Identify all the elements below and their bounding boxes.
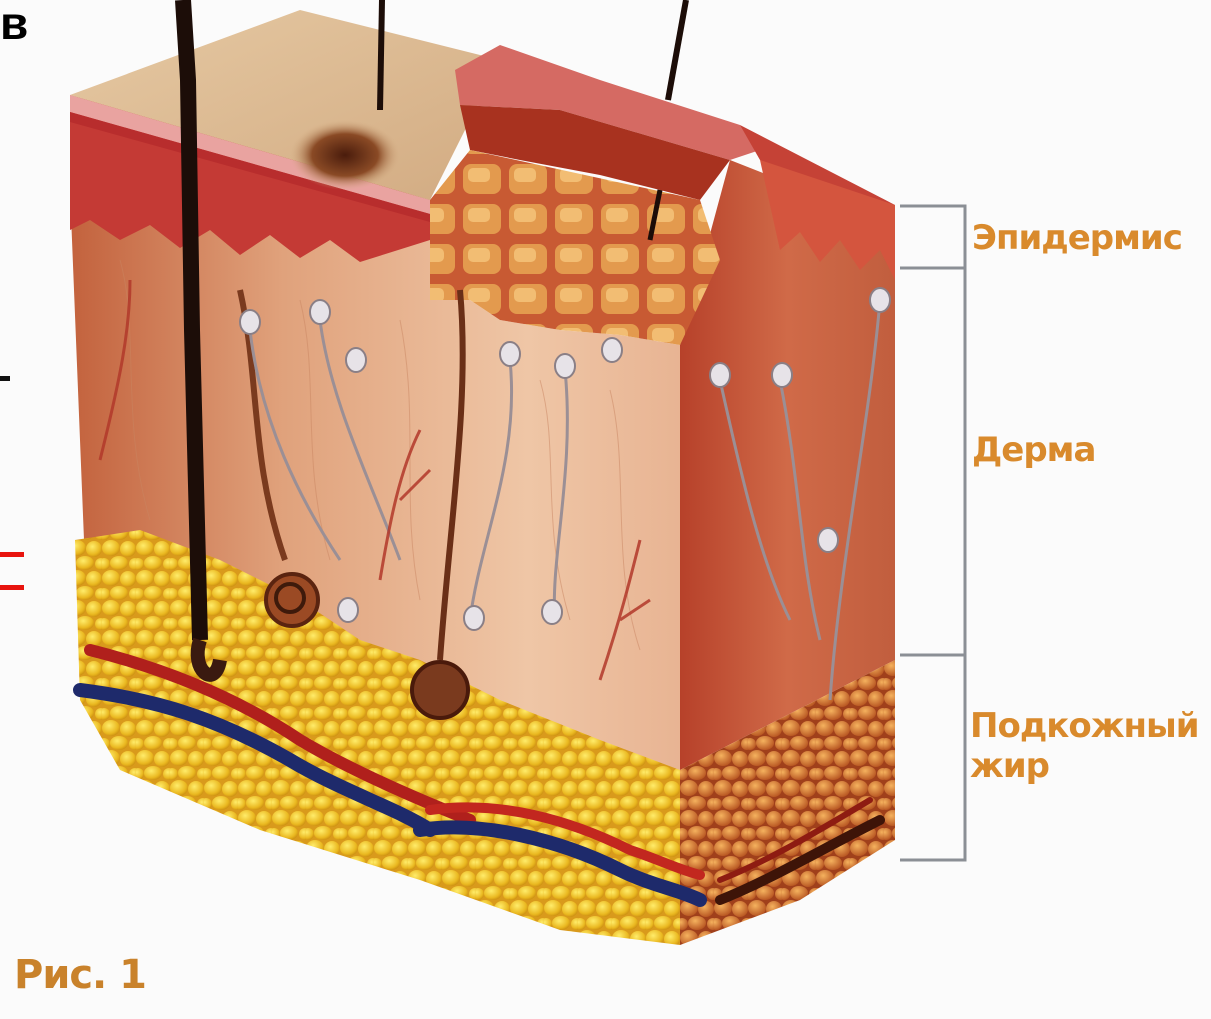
label-epidermis: Эпидермис [972, 218, 1182, 258]
pore-icon [290, 120, 400, 190]
label-subcutaneous-fat: Подкожный жир [970, 706, 1200, 786]
label-derma: Дерма [972, 430, 1095, 470]
edge-red-mark-top [0, 552, 24, 557]
figure-caption: Рис. 1 [14, 950, 146, 1000]
edge-text-fragment: в [0, 0, 28, 46]
layer-bracket [900, 206, 965, 860]
edge-dash [0, 376, 10, 381]
edge-red-mark-bottom [0, 585, 24, 590]
